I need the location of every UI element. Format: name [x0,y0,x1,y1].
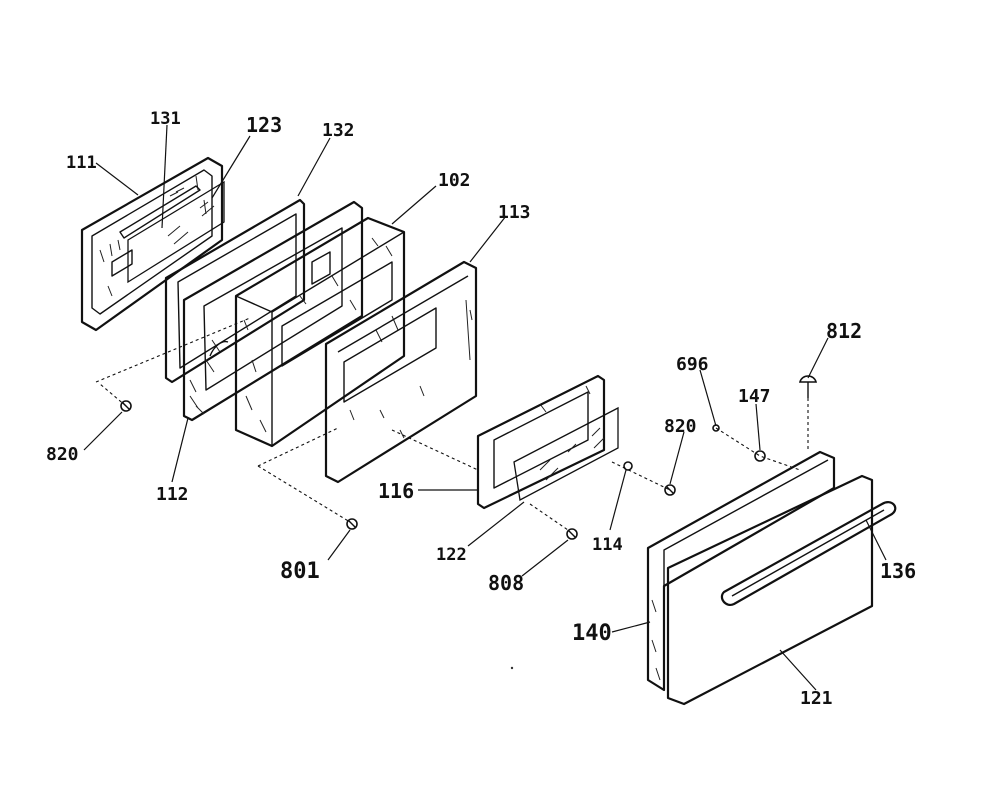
label-112: 112 [156,484,189,505]
glass-bracket-131 [111,185,201,277]
screw-801 [346,518,358,530]
screw-820-right [664,484,676,496]
outer-door-frame-140 [646,450,836,692]
window-frame-116 [476,374,606,510]
label-820-left: 820 [46,444,79,465]
inner-liner-112 [182,200,364,422]
leader-lines [83,124,887,691]
label-808: 808 [488,571,524,595]
label-140: 140 [572,621,612,646]
screw-812 [798,375,818,398]
label-131: 131 [150,109,181,129]
glass-pane-123 [127,180,225,284]
label-122: 122 [436,545,467,565]
label-113: 113 [498,202,531,223]
label-820-right: 820 [664,416,697,437]
label-121: 121 [800,688,833,709]
label-111: 111 [66,153,97,173]
outer-door-panel-121 [666,474,874,706]
clip-114 [623,461,633,471]
label-136: 136 [880,559,916,583]
label-102: 102 [438,170,471,191]
label-116: 116 [378,479,414,503]
label-696: 696 [676,354,709,375]
door-handle-136 [720,501,897,606]
washer-147 [754,450,766,462]
screw-808 [566,528,578,540]
door-liner-frame-132 [164,198,306,384]
insulation-box-102 [234,216,406,448]
assembly-guides [95,317,809,531]
label-114: 114 [592,535,623,555]
door-rear-panel-111 [80,156,224,332]
label-801: 801 [280,559,320,584]
label-812: 812 [826,319,862,343]
label-132: 132 [322,120,355,141]
stray-dot [510,666,514,670]
window-glass-122 [513,406,619,502]
part-labels: 111 131 123 132 102 113 820 112 801 116 … [46,109,916,709]
label-123: 123 [246,113,282,137]
inner-door-panel-113 [324,260,478,484]
label-147: 147 [738,386,771,407]
